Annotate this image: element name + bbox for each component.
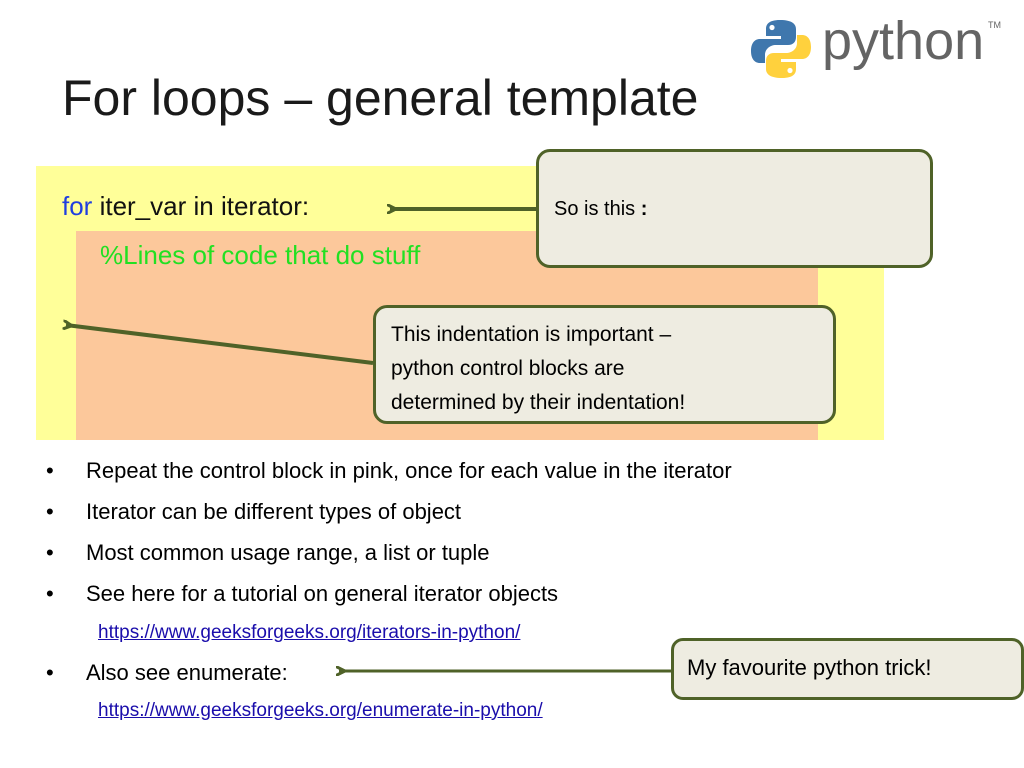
python-logo: python TM — [750, 11, 1006, 92]
bullet-item: • See here for a tutorial on general iter… — [46, 579, 558, 609]
callout-indentation-note: This indentation is important – python c… — [373, 305, 836, 424]
callout-indentation-line: python control blocks are — [391, 357, 625, 380]
bullet-text: Most common usage range, a list or tuple — [86, 540, 490, 565]
bullet-symbol: • — [46, 581, 54, 606]
callout-indentation-line: determined by their indentation! — [391, 391, 686, 414]
bullet-text: Iterator can be different types of objec… — [86, 499, 462, 524]
bullet-item: • Iterator can be different types of obje… — [46, 497, 461, 527]
callout-colon-text: So is this : — [554, 198, 647, 221]
bullet-item: • Repeat the control block in pink, once … — [46, 456, 732, 486]
iterators-tutorial-link[interactable]: https://www.geeksforgeeks.org/iterators-… — [98, 622, 521, 643]
callout-indentation-text: This indentation is important – python c… — [391, 318, 685, 420]
bullet-symbol: • — [46, 499, 54, 524]
python-logo-wordmark: python — [822, 11, 985, 71]
callout-colon-label: So is this — [554, 198, 641, 220]
callout-indentation-line: This indentation is important – — [391, 323, 672, 346]
trademark-mark: TM — [988, 20, 1001, 30]
bullet-symbol: • — [46, 660, 54, 685]
for-loop-header-rest: iter_var in iterator: — [92, 191, 310, 221]
bullet-text: Repeat the control block in pink, once f… — [86, 458, 732, 483]
bullet-symbol: • — [46, 458, 54, 483]
for-keyword: for — [62, 191, 93, 221]
bullet-item: • Also see enumerate: — [46, 658, 288, 688]
callout-favourite-trick: My favourite python trick! — [671, 638, 1024, 700]
bullet-text: Also see enumerate: — [86, 660, 288, 685]
slide-title: For loops – general template — [62, 70, 699, 126]
colon-symbol: : — [640, 198, 648, 220]
callout-trick-text: My favourite python trick! — [687, 655, 932, 680]
enumerate-tutorial-link[interactable]: https://www.geeksforgeeks.org/enumerate-… — [98, 700, 543, 721]
python-logo-icon — [751, 20, 811, 78]
for-loop-header: for iter_var in iterator: — [62, 188, 309, 224]
callout-colon-note: So is this : — [536, 149, 933, 268]
bullet-symbol: • — [46, 540, 54, 565]
bullet-text: See here for a tutorial on general itera… — [86, 581, 559, 606]
loop-body-line: %Lines of code that do stuff — [100, 240, 421, 270]
bullet-item: • Most common usage range, a list or tupl… — [46, 538, 490, 568]
